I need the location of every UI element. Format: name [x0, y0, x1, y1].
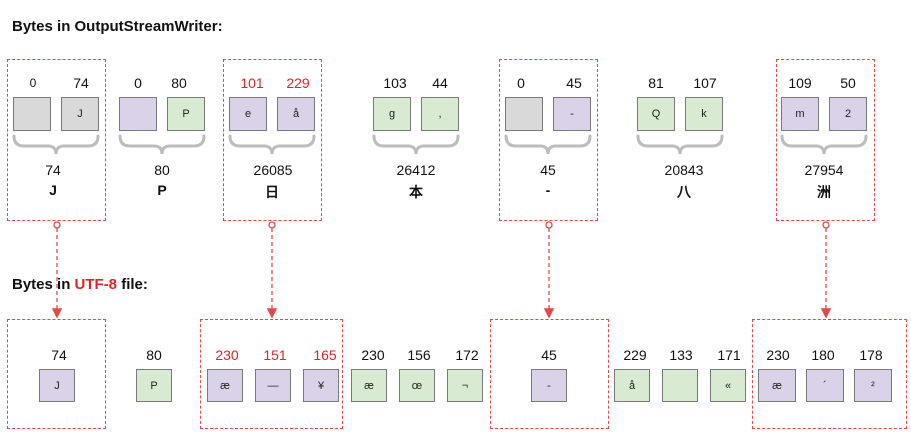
brace-icon: [780, 134, 868, 155]
writer-byte-lo: 45: [566, 75, 582, 91]
writer-byte-hi: 101: [240, 75, 264, 91]
writer-frame-zhou: [776, 59, 875, 221]
writer-byte-box-hi: m: [781, 97, 819, 131]
writer-byte-box-hi: g: [373, 97, 411, 131]
writer-character: 本: [409, 184, 423, 200]
file-byte-box: [662, 369, 698, 402]
file-byte-box: å: [614, 369, 650, 402]
file-byte-box: æ: [758, 369, 796, 402]
file-frame-dash: [490, 319, 609, 429]
file-byte-value: 165: [313, 347, 337, 363]
file-byte-value: 229: [623, 347, 647, 363]
writer-byte-hi: 109: [788, 75, 812, 91]
file-byte-box: ´: [806, 369, 844, 402]
file-heading-suffix: file:: [117, 276, 148, 293]
file-heading: Bytes in UTF-8 file:: [12, 276, 148, 293]
file-heading-encoding: UTF-8: [74, 276, 118, 293]
writer-byte-hi: 0: [29, 76, 37, 90]
file-byte-box: P: [136, 369, 172, 402]
file-frame-J: [7, 319, 106, 429]
writer-byte-hi: 81: [648, 75, 664, 91]
writer-character: P: [157, 182, 167, 198]
writer-code-point: 27954: [804, 162, 844, 178]
writer-frame-J: [7, 59, 106, 221]
writer-byte-box-lo: J: [61, 97, 99, 131]
brace-icon: [12, 134, 100, 155]
writer-frame-dash: [499, 59, 598, 221]
writer-byte-lo: 74: [73, 75, 89, 91]
writer-byte-box-hi: e: [229, 97, 267, 131]
writer-character: -: [545, 182, 551, 198]
file-byte-value: 156: [407, 347, 431, 363]
file-byte-box: —: [255, 369, 291, 402]
writer-byte-box-lo: k: [685, 97, 723, 131]
writer-byte-lo: 107: [693, 75, 717, 91]
file-byte-value: 151: [263, 347, 287, 363]
writer-code-point: 26412: [396, 162, 436, 178]
arrow-origin-dot: [822, 221, 830, 229]
file-frame-ri: [200, 319, 343, 429]
writer-byte-hi: 0: [517, 75, 525, 91]
file-byte-value: 45: [541, 347, 557, 363]
writer-byte-hi: 103: [383, 75, 407, 91]
file-byte-box: æ: [207, 369, 243, 402]
writer-byte-box-hi: [505, 97, 543, 131]
writer-byte-lo: 50: [840, 75, 856, 91]
file-byte-value: 172: [455, 347, 479, 363]
writer-byte-box-lo: P: [167, 97, 205, 131]
file-byte-value: 171: [717, 347, 741, 363]
brace-icon: [228, 134, 316, 155]
file-byte-value: 74: [51, 347, 67, 363]
file-byte-box: œ: [399, 369, 435, 402]
brace-icon: [636, 134, 724, 155]
writer-character: J: [49, 182, 57, 198]
writer-code-point: 74: [45, 162, 61, 178]
file-byte-box: -: [531, 369, 567, 402]
writer-byte-lo: 44: [432, 75, 448, 91]
file-byte-box: «: [710, 369, 746, 402]
writer-heading: Bytes in OutputStreamWriter:: [12, 18, 223, 35]
file-byte-box: æ: [351, 369, 387, 402]
file-byte-value: 230: [361, 347, 385, 363]
file-frame-zhou: [752, 319, 907, 429]
writer-byte-box-lo: 2: [829, 97, 867, 131]
file-byte-value: 180: [811, 347, 835, 363]
file-heading-prefix: Bytes in: [12, 276, 75, 293]
writer-character: 八: [677, 184, 691, 200]
arrow-origin-dot: [268, 221, 276, 229]
arrow-origin-dot: [545, 221, 553, 229]
writer-frame-ri: [223, 59, 322, 221]
file-byte-box: ²: [854, 369, 892, 402]
writer-byte-lo: 80: [171, 75, 187, 91]
file-byte-box: ¥: [303, 369, 339, 402]
file-byte-box: J: [39, 369, 75, 402]
writer-byte-box-hi: [13, 97, 51, 131]
file-byte-box: ¬: [447, 369, 483, 402]
writer-code-point: 26085: [253, 162, 293, 178]
writer-byte-box-hi: [119, 97, 157, 131]
writer-byte-box-hi: Q: [637, 97, 675, 131]
writer-character: 洲: [817, 184, 831, 200]
writer-byte-box-lo: -: [553, 97, 591, 131]
writer-byte-box-lo: ,: [421, 97, 459, 131]
writer-code-point: 80: [154, 162, 170, 178]
writer-byte-lo: 229: [286, 75, 310, 91]
writer-byte-box-lo: å: [277, 97, 315, 131]
file-byte-value: 133: [669, 347, 693, 363]
arrow-origin-dot: [53, 221, 61, 229]
writer-character: 日: [265, 184, 279, 200]
writer-byte-hi: 0: [134, 75, 142, 91]
writer-heading-text: Bytes in OutputStreamWriter:: [12, 18, 223, 35]
writer-code-point: 20843: [664, 162, 704, 178]
writer-code-point: 45: [540, 162, 556, 178]
file-byte-value: 230: [766, 347, 790, 363]
brace-icon: [372, 134, 460, 155]
brace-icon: [504, 134, 592, 155]
brace-icon: [118, 134, 206, 155]
file-byte-value: 80: [146, 347, 162, 363]
file-byte-value: 230: [215, 347, 239, 363]
file-byte-value: 178: [859, 347, 883, 363]
